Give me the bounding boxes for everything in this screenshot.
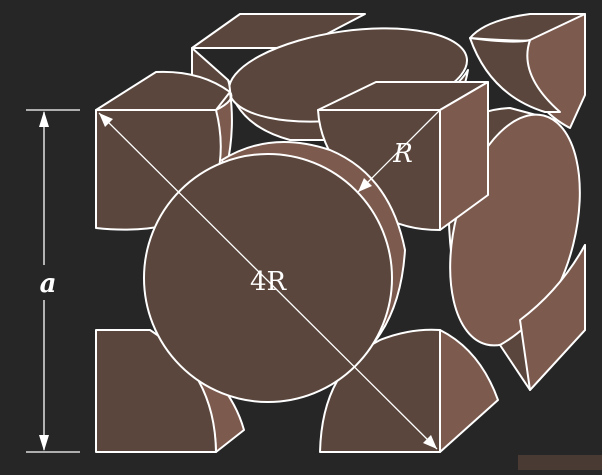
radius-arrow — [357, 109, 441, 193]
face-diagonal-arrow — [98, 112, 438, 450]
corner-decoration — [518, 455, 602, 470]
corner-atom-front-top-left — [95, 70, 233, 231]
corner-atom-back-top-right — [469, 13, 586, 129]
radius-label: R — [392, 139, 413, 169]
corner-atom-back-bottom-right — [499, 244, 586, 391]
edge-length-dimension — [26, 109, 80, 453]
face-diagonal-label: 4R — [250, 267, 288, 297]
face-center-atom-front — [143, 153, 393, 403]
edge-length-label: a — [40, 269, 57, 299]
